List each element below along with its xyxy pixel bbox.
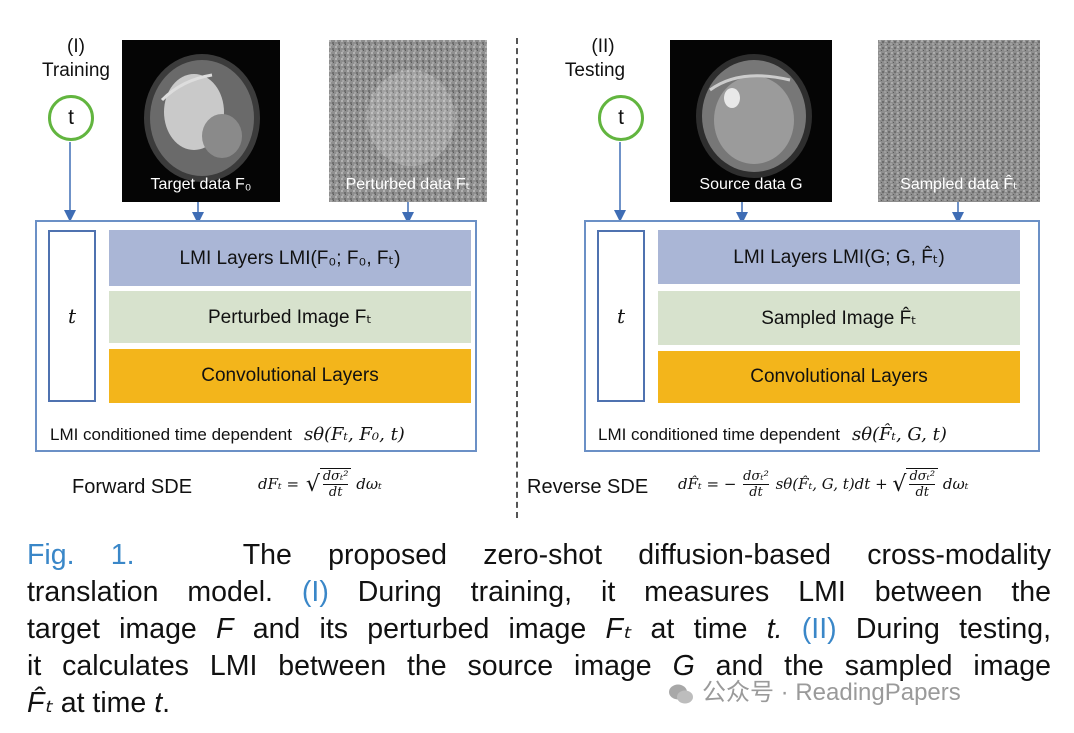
- target-data-caption: Target data F₀: [150, 176, 252, 193]
- forward-sde-frac-den: dt: [328, 485, 343, 500]
- reverse-sde-frac-num-2: dσₜ²: [909, 469, 936, 485]
- source-data-caption: Source data G: [699, 176, 803, 193]
- caption-text-3a: target image: [27, 613, 197, 645]
- time-circle-testing: t: [598, 95, 644, 141]
- time-column-testing: t: [597, 230, 645, 402]
- caption-text-3d: During testing,: [855, 613, 1051, 645]
- wechat-icon: [669, 684, 693, 704]
- caption-ref-testing: (II): [801, 613, 837, 645]
- time-circle-training: t: [48, 95, 94, 141]
- forward-sde-tail: dωₜ: [356, 475, 382, 493]
- caption-line-1: Fig. 1. The proposed zero-shot diffusion…: [27, 537, 1051, 574]
- reverse-sde-frac-num: dσₜ²: [743, 468, 769, 485]
- caption-text-2a: translation model.: [27, 576, 273, 608]
- condition-label-testing: LMI conditioned time dependent sθ(F̂ₜ, G,…: [598, 424, 947, 445]
- caption-var-f: F: [216, 613, 234, 645]
- reverse-sde-frac-den: dt: [749, 484, 763, 500]
- target-data-image: Target data F₀: [122, 40, 280, 202]
- training-title: Training: [42, 60, 110, 81]
- caption-text-4b: and the sampled image: [715, 650, 1051, 682]
- reverse-sde-label: Reverse SDE: [527, 476, 649, 498]
- forward-sde-equation: dFₜ = √ dσₜ² dt dωₜ: [258, 468, 382, 500]
- caption-line-2: translation model. (I) During training, …: [27, 574, 1051, 611]
- convolutional-layers-testing: Convolutional Layers: [658, 351, 1020, 403]
- reverse-sde-tail: dωₜ: [942, 475, 969, 493]
- score-formula-testing: sθ(F̂ₜ, G, t): [851, 424, 947, 445]
- perturbed-data-image: Perturbed data Fₜ: [329, 40, 487, 202]
- caption-text-5b: .: [162, 687, 171, 719]
- reverse-sde-mid: sθ(F̂ₜ, G, t)dt +: [775, 475, 888, 493]
- perturbed-data-caption: Perturbed data Fₜ: [345, 176, 471, 193]
- sqrt-icon: √: [892, 471, 907, 497]
- caption-text-3c: at time: [650, 613, 748, 645]
- caption-line-3: target image F and its perturbed image F…: [27, 611, 1051, 648]
- time-column-training: t: [48, 230, 96, 402]
- testing-title: Testing: [564, 60, 626, 81]
- sqrt-icon: √: [305, 471, 320, 497]
- section-divider: [516, 38, 518, 518]
- watermark: 公众号 · ReadingPapers: [668, 672, 961, 707]
- condition-label-training: LMI conditioned time dependent sθ(Fₜ, F₀,…: [50, 424, 405, 445]
- reverse-sde-lhs: dF̂ₜ = −: [678, 475, 737, 493]
- caption-text-1: The proposed zero-shot diffusion-based c…: [242, 539, 1051, 571]
- reverse-sde-equation: dF̂ₜ = − dσₜ² dt sθ(F̂ₜ, G, t)dt + √ dσₜ…: [678, 468, 968, 500]
- caption-var-ft: Fₜ: [605, 613, 632, 645]
- forward-sde-label: Forward SDE: [72, 476, 193, 498]
- caption-ref-training: (I): [301, 576, 329, 608]
- caption-var-t1: t.: [766, 613, 783, 645]
- condition-text-training: LMI conditioned time dependent: [50, 425, 292, 444]
- reverse-sde-frac-den-2: dt: [915, 485, 930, 500]
- figure-caption: Fig. 1. The proposed zero-shot diffusion…: [27, 537, 1051, 722]
- caption-line-5: F̂ₜ at time t.: [27, 685, 1051, 722]
- brain-mri-icon: [144, 54, 260, 182]
- watermark-text: 公众号 · ReadingPapers: [702, 679, 961, 706]
- caption-text-5a: at time: [60, 687, 147, 719]
- caption-var-g: G: [672, 650, 695, 682]
- perturbed-image-layer: Perturbed Image Fₜ: [109, 291, 471, 343]
- caption-line-4: it calculates LMI between the source ima…: [27, 648, 1051, 685]
- caption-var-t2: t: [154, 687, 163, 719]
- convolutional-layers-training: Convolutional Layers: [109, 349, 471, 403]
- forward-sde-lhs: dFₜ =: [258, 475, 300, 493]
- forward-sde-frac-num: dσₜ²: [322, 469, 349, 485]
- training-number: (I): [67, 36, 85, 57]
- sampled-data-image: Sampled data F̂ₜ: [878, 40, 1040, 202]
- score-formula-training: sθ(Fₜ, F₀, t): [303, 424, 405, 445]
- source-data-image: Source data G: [670, 40, 832, 202]
- sampled-image-layer: Sampled Image F̂ₜ: [658, 291, 1020, 345]
- lmi-layers-training: LMI Layers LMI(F₀; F₀, Fₜ): [109, 230, 471, 286]
- noise-texture: [329, 40, 487, 202]
- caption-var-fhat: F̂ₜ: [27, 687, 53, 719]
- sampled-data-caption: Sampled data F̂ₜ: [900, 176, 1018, 193]
- caption-text-3b: and its perturbed image: [252, 613, 587, 645]
- caption-text-2b: During training, it measures LMI between…: [357, 576, 1051, 608]
- brain-mri-icon: [696, 54, 812, 178]
- testing-number: (II): [591, 36, 615, 57]
- noise-texture: [878, 40, 1040, 202]
- caption-text-4a: it calculates LMI between the source ima…: [27, 650, 652, 682]
- lmi-layers-testing: LMI Layers LMI(G; G, F̂ₜ): [658, 230, 1020, 284]
- figure-number: Fig. 1.: [27, 539, 135, 571]
- condition-text-testing: LMI conditioned time dependent: [598, 425, 840, 444]
